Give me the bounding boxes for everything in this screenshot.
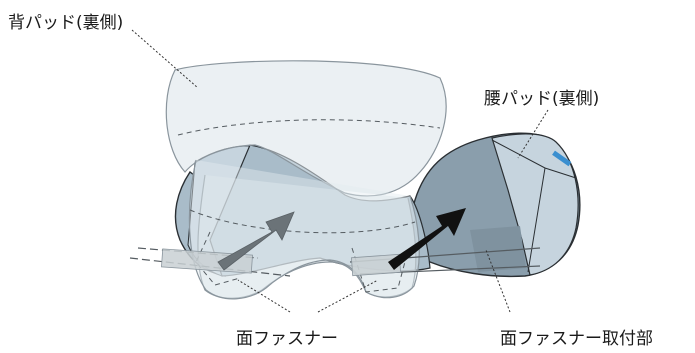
velcro-mount-area	[470, 226, 526, 272]
label-velcro-mount: 面ファスナー取付部	[500, 329, 653, 349]
leader-waist-pad	[517, 109, 549, 159]
leader-velcro-right	[317, 279, 379, 313]
leader-back-pad	[131, 29, 199, 89]
back-pad-dashed-seam	[177, 119, 441, 136]
label-back-pad: 背パッド(裏側)	[8, 12, 123, 33]
lumbar-dashed-outline-left	[195, 231, 241, 286]
label-velcro: 面ファスナー	[236, 329, 338, 349]
waist-pad-seam	[491, 139, 577, 273]
waist-pad-outer-panel	[491, 133, 579, 276]
velcro-strip-left	[161, 248, 253, 274]
arrow-black-icon	[388, 208, 466, 270]
waist-pad-tag	[552, 150, 572, 167]
label-waist-pad: 腰パッド(裏側)	[484, 88, 599, 109]
waist-pad	[411, 132, 581, 278]
lumbar-dashed-outline-right	[351, 247, 407, 293]
leader-velcro-mount	[485, 249, 511, 313]
arrow-gray-icon	[217, 211, 295, 271]
